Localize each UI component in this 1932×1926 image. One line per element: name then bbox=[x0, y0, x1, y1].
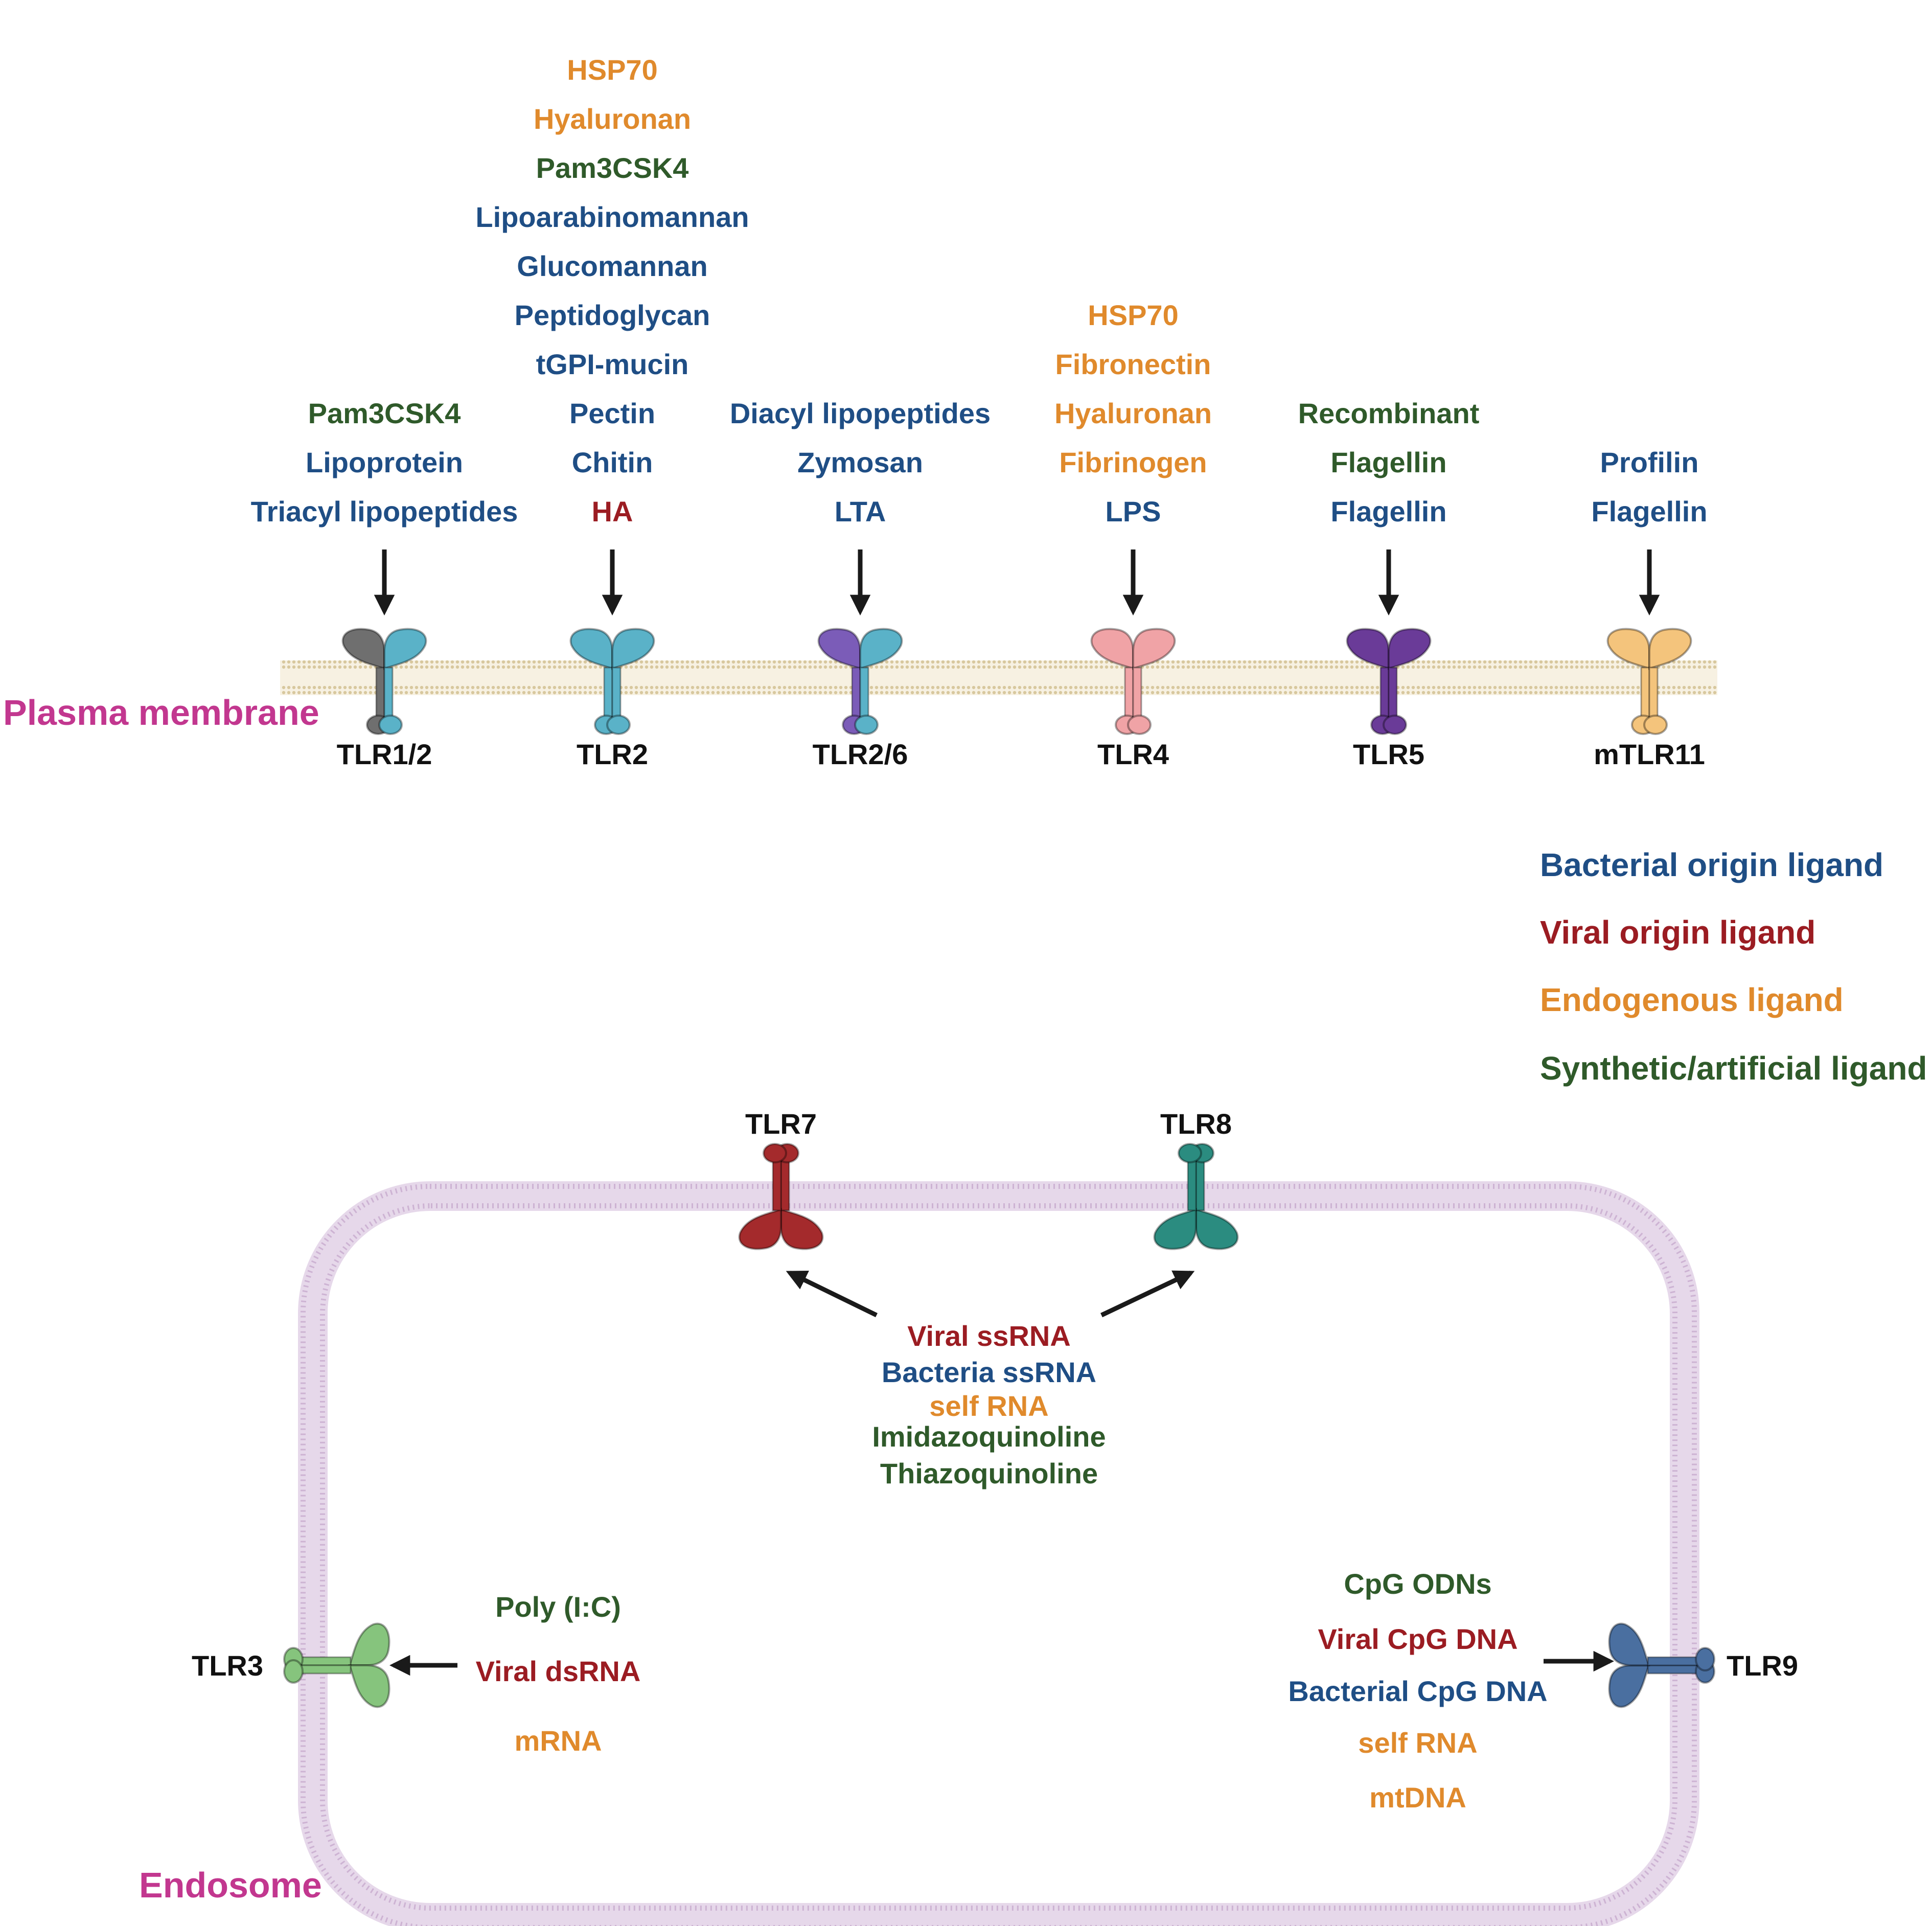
receptor-tlr1-2 bbox=[341, 628, 427, 735]
ligand-label: HSP70 bbox=[567, 54, 657, 86]
ligand-label: Lipoarabinomannan bbox=[475, 201, 749, 233]
receptor-label: TLR5 bbox=[1353, 738, 1424, 770]
ligand-label: Bacteria ssRNA bbox=[882, 1356, 1096, 1388]
ligand-label: tGPI-mucin bbox=[536, 348, 689, 380]
ligand-label: Pam3CSK4 bbox=[536, 152, 689, 184]
ligand-label: Hyaluronan bbox=[534, 103, 691, 135]
ligand-label: Profilin bbox=[1600, 446, 1699, 478]
plasma-membrane-label: Plasma membrane bbox=[3, 693, 319, 732]
ligand-label: Flagellin bbox=[1330, 495, 1446, 528]
arrow-to-tlr8 bbox=[1100, 1270, 1195, 1318]
ligand-label: Pam3CSK4 bbox=[308, 397, 461, 429]
ligand-label: Imidazoquinoline bbox=[872, 1420, 1106, 1453]
ligand-label: Flagellin bbox=[1591, 495, 1707, 528]
ligand-label: Viral dsRNA bbox=[476, 1655, 641, 1687]
ligand-label: CpG ODNs bbox=[1344, 1568, 1491, 1600]
ligand-label: LPS bbox=[1106, 495, 1161, 528]
receptor-tlr8 bbox=[1153, 1143, 1239, 1250]
receptor-tlr4-right-chain bbox=[1127, 628, 1176, 735]
receptor-tlr3-label: TLR3 bbox=[192, 1649, 263, 1682]
receptor-tlr3-right-chain bbox=[283, 1659, 390, 1708]
receptor-group-tlr2: TLR2 HSP70HyaluronanPam3CSK4Lipoarabinoma… bbox=[475, 54, 749, 770]
ligand-label: mRNA bbox=[514, 1725, 602, 1757]
endosome-membrane bbox=[298, 1181, 1699, 1926]
tlr3-ligands: Poly (I:C) Viral dsRNA mRNA bbox=[476, 1591, 641, 1757]
ligand-label: Diacyl lipopeptides bbox=[730, 397, 991, 429]
ligand-label: Thiazoquinoline bbox=[880, 1457, 1098, 1489]
receptor-tlr2-6 bbox=[817, 628, 903, 735]
endosome-label: Endosome bbox=[139, 1865, 322, 1905]
ligand-label: Pectin bbox=[569, 397, 655, 429]
ligand-label: Fibrinogen bbox=[1059, 446, 1207, 478]
ligand-label: Viral ssRNA bbox=[907, 1320, 1071, 1352]
plasma-membrane bbox=[280, 660, 1717, 695]
receptor-tlr9-right-chain bbox=[1608, 1622, 1715, 1671]
receptor-tlr7-label: TLR7 bbox=[745, 1108, 817, 1140]
receptor-tlr7 bbox=[738, 1143, 824, 1250]
ligand-label: Glucomannan bbox=[517, 250, 707, 282]
ligand-label: Recombinant bbox=[1298, 397, 1480, 429]
receptor-label: TLR4 bbox=[1097, 738, 1169, 770]
receptor-tlr4 bbox=[1090, 628, 1176, 735]
receptor-tlr9 bbox=[1608, 1622, 1715, 1708]
receptor-tlr7-left-chain bbox=[775, 1143, 824, 1250]
receptor-group-tlr4: TLR4 HSP70FibronectinHyaluronanFibrinogen… bbox=[1054, 299, 1212, 770]
ligand-label: Peptidoglycan bbox=[515, 299, 710, 331]
receptor-label: TLR2/6 bbox=[813, 738, 908, 770]
receptor-tlr5-right-chain bbox=[1383, 628, 1432, 735]
receptor-tlr1-2-right-chain bbox=[378, 628, 427, 735]
ligand-label: Zymosan bbox=[797, 446, 923, 478]
ligand-label: Poly (I:C) bbox=[495, 1591, 621, 1623]
receptor-tlr2 bbox=[569, 628, 655, 735]
receptor-tlr2-6-left-chain bbox=[817, 628, 866, 735]
receptor-tlr2-right-chain bbox=[606, 628, 655, 735]
receptor-label: mTLR11 bbox=[1594, 738, 1705, 770]
receptor-label: TLR1/2 bbox=[337, 738, 432, 770]
ligand-label: Bacterial CpG DNA bbox=[1288, 1675, 1547, 1707]
legend-item-viral: Viral origin ligand bbox=[1540, 914, 1815, 951]
ligand-label: Triacyl lipopeptides bbox=[251, 495, 518, 528]
ligand-label: HA bbox=[592, 495, 633, 528]
ligand-label: Flagellin bbox=[1330, 446, 1446, 478]
receptor-mtlr11-right-chain bbox=[1643, 628, 1692, 735]
ligand-label: self RNA bbox=[929, 1390, 1048, 1422]
ligand-label: Lipoprotein bbox=[306, 446, 463, 478]
receptor-tlr2-6-right-chain bbox=[854, 628, 903, 735]
ligand-label: mtDNA bbox=[1369, 1781, 1466, 1814]
ligand-label: Hyaluronan bbox=[1054, 397, 1212, 429]
ligand-label: LTA bbox=[835, 495, 886, 528]
receptor-mtlr11 bbox=[1606, 628, 1692, 735]
ligand-label: HSP70 bbox=[1088, 299, 1178, 331]
legend-item-synthetic: Synthetic/artificial ligand bbox=[1540, 1050, 1927, 1087]
receptor-tlr5 bbox=[1346, 628, 1432, 735]
receptor-tlr8-left-chain bbox=[1190, 1143, 1239, 1250]
legend-item-bacterial: Bacterial origin ligand bbox=[1540, 846, 1883, 883]
arrow-to-tlr7 bbox=[786, 1270, 878, 1318]
ligand-label: Fibronectin bbox=[1055, 348, 1211, 380]
receptor-tlr8-label: TLR8 bbox=[1160, 1108, 1232, 1140]
legend-item-endogenous: Endogenous ligand bbox=[1540, 981, 1844, 1018]
ligand-label: Viral CpG DNA bbox=[1318, 1623, 1517, 1655]
receptor-tlr5-left-chain bbox=[1346, 628, 1395, 735]
receptor-tlr7-right-chain bbox=[738, 1143, 787, 1250]
ligand-label: self RNA bbox=[1358, 1727, 1477, 1759]
receptor-label: TLR2 bbox=[577, 738, 648, 770]
receptor-tlr9-label: TLR9 bbox=[1727, 1649, 1798, 1682]
ligand-label: Chitin bbox=[572, 446, 653, 478]
receptor-tlr8-right-chain bbox=[1153, 1143, 1202, 1250]
receptor-tlr3 bbox=[283, 1622, 390, 1708]
